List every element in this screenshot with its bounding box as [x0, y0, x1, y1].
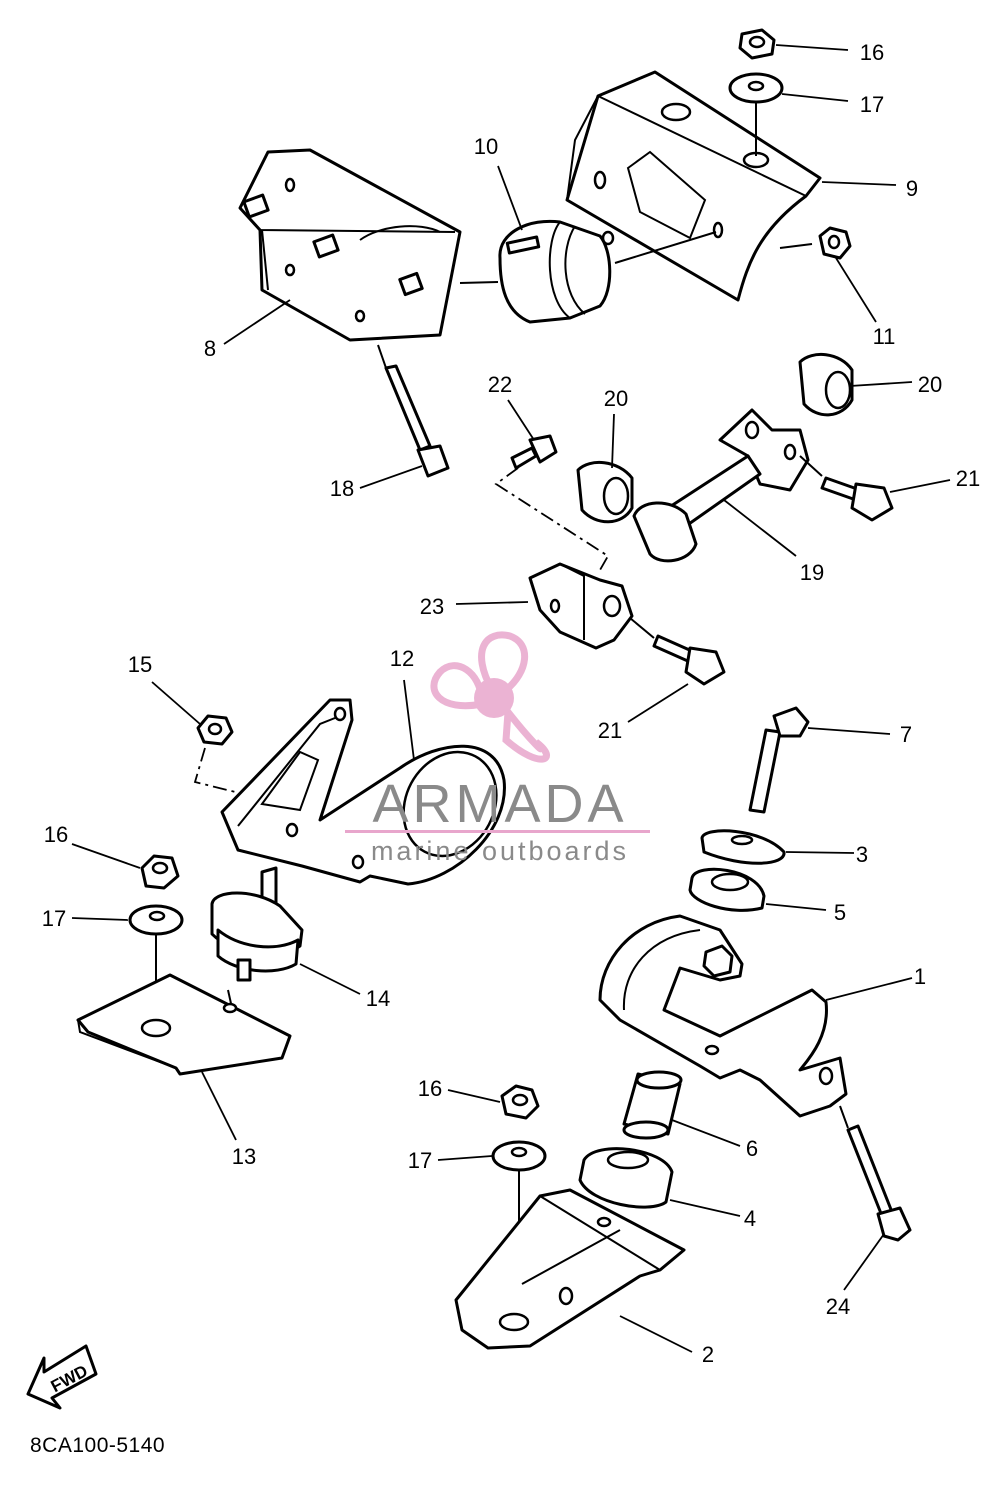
- propeller-logo-icon: [430, 631, 551, 763]
- label-17-top: 17: [860, 92, 884, 117]
- part-12-bracket: [220, 698, 506, 886]
- label-20-right: 20: [918, 372, 942, 397]
- part-14-mount: [210, 866, 304, 982]
- part-22-bolt: [510, 434, 558, 470]
- label-10: 10: [474, 134, 498, 159]
- label-16-left: 16: [44, 822, 68, 847]
- part-19-link-rod: [632, 408, 810, 563]
- fwd-arrow-icon: FWD: [26, 1344, 98, 1410]
- part-24-bolt: [846, 1124, 912, 1242]
- label-3: 3: [856, 842, 868, 867]
- label-17-left: 17: [42, 906, 66, 931]
- label-15: 15: [128, 652, 152, 677]
- label-23: 23: [420, 594, 444, 619]
- label-1: 1: [914, 964, 926, 989]
- label-24: 24: [826, 1294, 850, 1319]
- part-16-nut-top: [738, 28, 776, 60]
- part-20-bushing-right: [798, 352, 854, 417]
- part-4-cushion: [578, 1147, 674, 1209]
- watermark-brand: ARMADA: [372, 774, 627, 834]
- part-labels: 16 17 9 10 11 8 20 22 20 21 18 19 23 21 …: [42, 40, 980, 1367]
- part-17-washer-bottom: [491, 1140, 547, 1172]
- armada-watermark: ARMADA marine outboards: [345, 631, 650, 866]
- label-16-bottom: 16: [418, 1076, 442, 1101]
- part-8-bracket: [238, 148, 462, 342]
- label-18: 18: [330, 476, 354, 501]
- label-14: 14: [366, 986, 390, 1011]
- part-9-bracket: [565, 70, 822, 302]
- label-11: 11: [873, 324, 896, 349]
- part-17-washer-top: [728, 72, 784, 104]
- label-2: 2: [702, 1342, 714, 1367]
- label-20-left: 20: [604, 386, 628, 411]
- label-9: 9: [906, 176, 918, 201]
- part-21-bolt-upper: [820, 476, 894, 522]
- part-11-nut: [818, 226, 852, 260]
- part-13-plate: [76, 973, 292, 1076]
- label-4: 4: [744, 1206, 756, 1231]
- label-12: 12: [390, 646, 414, 671]
- label-21-lower: 21: [598, 718, 622, 743]
- label-16-top: 16: [860, 40, 884, 65]
- label-8: 8: [204, 336, 216, 361]
- part-20-bushing-left: [576, 460, 634, 524]
- part-16-nut-bottom: [500, 1084, 540, 1120]
- part-7-bolt: [748, 706, 810, 814]
- part-2-plate: [454, 1188, 686, 1350]
- label-13: 13: [232, 1144, 256, 1169]
- part-18-bolt: [384, 364, 450, 478]
- part-1-bracket: [598, 914, 848, 1118]
- part-23-bracket: [528, 562, 634, 650]
- label-22: 22: [488, 372, 512, 397]
- watermark-tagline: marine outboards: [371, 836, 629, 866]
- label-17-bottom: 17: [408, 1148, 432, 1173]
- part-10-mount: [498, 219, 615, 324]
- part-17-washer-left: [128, 904, 184, 936]
- part-5-cushion: [688, 867, 766, 912]
- part-3-washer: [700, 829, 786, 865]
- part-6-sleeve: [622, 1070, 683, 1140]
- label-21-upper: 21: [956, 466, 980, 491]
- label-7: 7: [900, 722, 912, 747]
- part-code: 8CA100-5140: [30, 1434, 165, 1457]
- part-16-nut-left: [140, 854, 180, 890]
- part-15-nut: [196, 714, 234, 746]
- part-21-bolt-lower: [652, 634, 726, 686]
- label-5: 5: [834, 900, 846, 925]
- label-19: 19: [800, 560, 824, 585]
- label-6: 6: [746, 1136, 758, 1161]
